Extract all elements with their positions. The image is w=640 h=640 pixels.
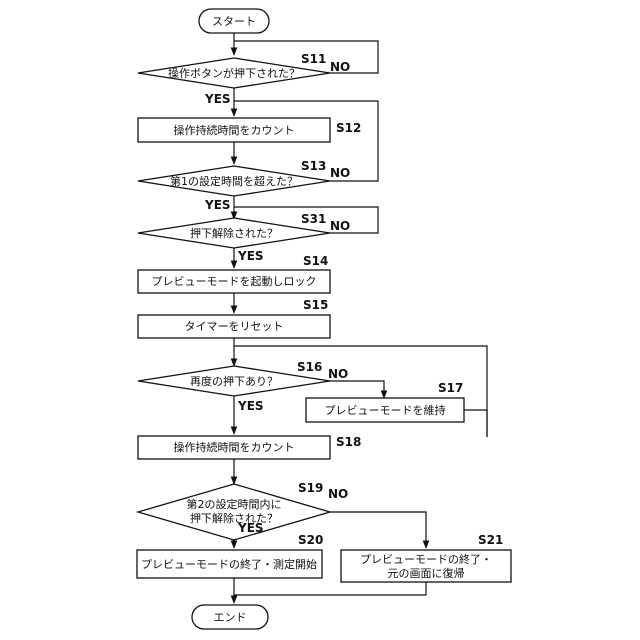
s18-step: S18 [336,435,361,449]
s17-step: S17 [438,381,463,395]
process-s12: 操作持続時間をカウント S12 [138,118,361,142]
s13-text: 第1の設定時間を超えた？ [170,174,298,188]
s16-text: 再度の押下あり？ [190,374,278,388]
process-s20: プレビューモードの終了・測定開始 S20 [137,533,323,578]
process-s18: 操作持続時間をカウント S18 [138,435,361,459]
s11-no: NO [330,60,350,74]
s16-step: S16 [297,360,322,374]
s15-text: タイマーをリセット [185,320,284,333]
s21-text-2: 元の画面に復帰 [388,567,465,580]
s13-no: NO [330,166,350,180]
end-terminal: エンド [192,605,268,629]
process-s17: プレビューモードを維持 S17 [306,381,464,422]
s11-yes: YES [204,92,231,106]
s17-text: プレビューモードを維持 [325,403,446,417]
s19-text-2: 押下解除された？ [190,511,278,525]
start-terminal: スタート [199,9,269,33]
s21-step: S21 [478,533,503,547]
s13-step: S13 [301,159,326,173]
s19-step: S19 [298,481,323,495]
s15-step: S15 [303,298,328,312]
s31-step: S31 [301,212,326,226]
decision-s13: 第1の設定時間を超えた？ S13 NO YES [138,159,350,212]
s20-step: S20 [298,533,323,547]
s31-yes: YES [237,249,264,263]
decision-s19: 第2の設定時間内に 押下解除された？ S19 NO YES [138,481,348,540]
s12-text: 操作持続時間をカウント [174,123,295,137]
s19-no: NO [328,487,348,501]
s14-text: プレビューモードを起動しロック [152,274,317,288]
end-label: エンド [214,611,247,624]
s14-step: S14 [303,254,328,268]
decision-s11: 操作ボタンが押下された？ S11 NO YES [138,52,350,106]
s19-text-1: 第2の設定時間内に [187,497,282,511]
s31-text: 押下解除された？ [190,226,278,240]
s12-step: S12 [336,121,361,135]
s16-no: NO [328,367,348,381]
s31-no: NO [330,219,350,233]
s21-text-1: プレビューモードの終了・ [360,552,492,566]
s19-yes: YES [237,521,264,535]
s18-text: 操作持続時間をカウント [174,440,295,454]
s13-yes: YES [204,198,231,212]
s11-text: 操作ボタンが押下された？ [168,66,300,80]
s20-text: プレビューモードの終了・測定開始 [141,557,317,571]
s16-yes: YES [237,399,264,413]
start-label: スタート [212,15,256,28]
s11-step: S11 [301,52,326,66]
